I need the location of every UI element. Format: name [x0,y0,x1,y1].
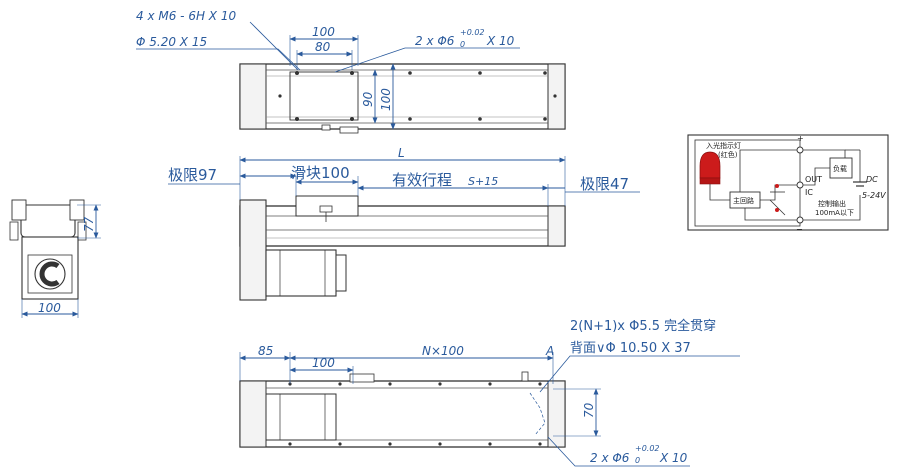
bottom-dim-100: 100 [312,356,335,370]
minus-sign: − [796,225,803,234]
bottom-dim-70: 70 [582,402,596,418]
load-box [829,157,853,179]
top-view: 90 100 100 80 4 x M6 - 6H X 10 Φ 5.20 X … [136,9,566,134]
top-dim-100v: 100 [379,88,393,111]
side-view-motor [265,249,337,297]
end-dim-77: 77 [82,216,96,232]
end-view-head [20,204,76,238]
side-view-endcap-left [239,199,267,301]
top-view-body [239,63,566,130]
side-dim-length: L [398,146,405,160]
terminal-out [796,181,804,189]
bottom-callout-through: 2(N+1)x Φ5.5 完全贯穿 [570,318,716,334]
side-limit-right: 极限47 [580,175,629,193]
top-dim-80: 80 [315,40,331,54]
bottom-callout-pin-tol: +0.02 [635,444,660,453]
side-limit-left: 极限97 [168,166,217,184]
top-callout-hole: Φ 5.20 X 15 [136,35,207,49]
bottom-callout-back: 背面∨Φ 10.50 X 37 [570,341,691,356]
output-label-2: 100mA以下 [815,209,854,217]
bottom-view-motor [265,393,337,441]
bottom-callout-pin-depth: X 10 [659,451,688,465]
circuit-frame [687,134,889,231]
side-view-body [239,205,566,247]
top-dim-100: 100 [312,25,335,39]
top-callout-pin-tol: +0.02 [460,28,485,37]
side-stroke-label: 有效行程 [392,171,452,189]
end-view-shaft-circle [34,258,66,290]
end-dim-100: 100 [38,301,61,315]
indicator-lamp-icon [699,151,721,179]
side-view: L 极限97 滑块100 有效行程 S+15 极限47 [168,146,640,301]
dc-label: DC [866,175,878,184]
bottom-view: 85 100 N×100 A 2(N+1)x Φ5.5 完全贯穿 背面∨Φ 10… [239,318,740,467]
bottom-dim-85: 85 [258,344,273,358]
output-label-1: 控制输出 [818,199,846,208]
circuit-diagram: 入光指示灯 (红色) 主回路 负载 OUT IC DC 5-24V 控制输出 1… [687,134,889,234]
main-circuit-label: 主回路 [733,196,754,205]
top-callout-pin: 2 x Φ6 [415,34,455,48]
side-slider-label: 滑块100 [291,164,350,182]
top-callout-pin-tol2: 0 [460,40,465,49]
top-view-slider [289,71,359,121]
terminal-minus [796,216,804,224]
bottom-dim-n100: N×100 [422,344,464,358]
lamp-label-1: 入光指示灯 [706,141,741,150]
terminal-plus [796,146,804,154]
top-callout-pin-depth: X 10 [486,34,515,48]
top-callout-screw: 4 x M6 - 6H X 10 [136,9,236,23]
bottom-label-a: A [545,344,554,358]
bottom-callout-pin: 2 x Φ6 [590,451,630,465]
ic-label: IC [805,188,813,197]
end-view-motor [21,236,79,300]
lamp-label-2: (红色) [718,150,738,159]
side-stroke-expr: S+15 [468,175,498,188]
top-view-endcap-left [239,63,267,130]
voltage-label: 5-24V [862,191,886,200]
load-label: 负载 [833,164,847,173]
plus-sign: + [797,134,804,143]
out-label: OUT [805,175,822,184]
top-dim-90: 90 [361,91,375,107]
end-view: 77 100 [9,199,101,318]
bottom-callout-pin-tol2: 0 [635,456,640,465]
